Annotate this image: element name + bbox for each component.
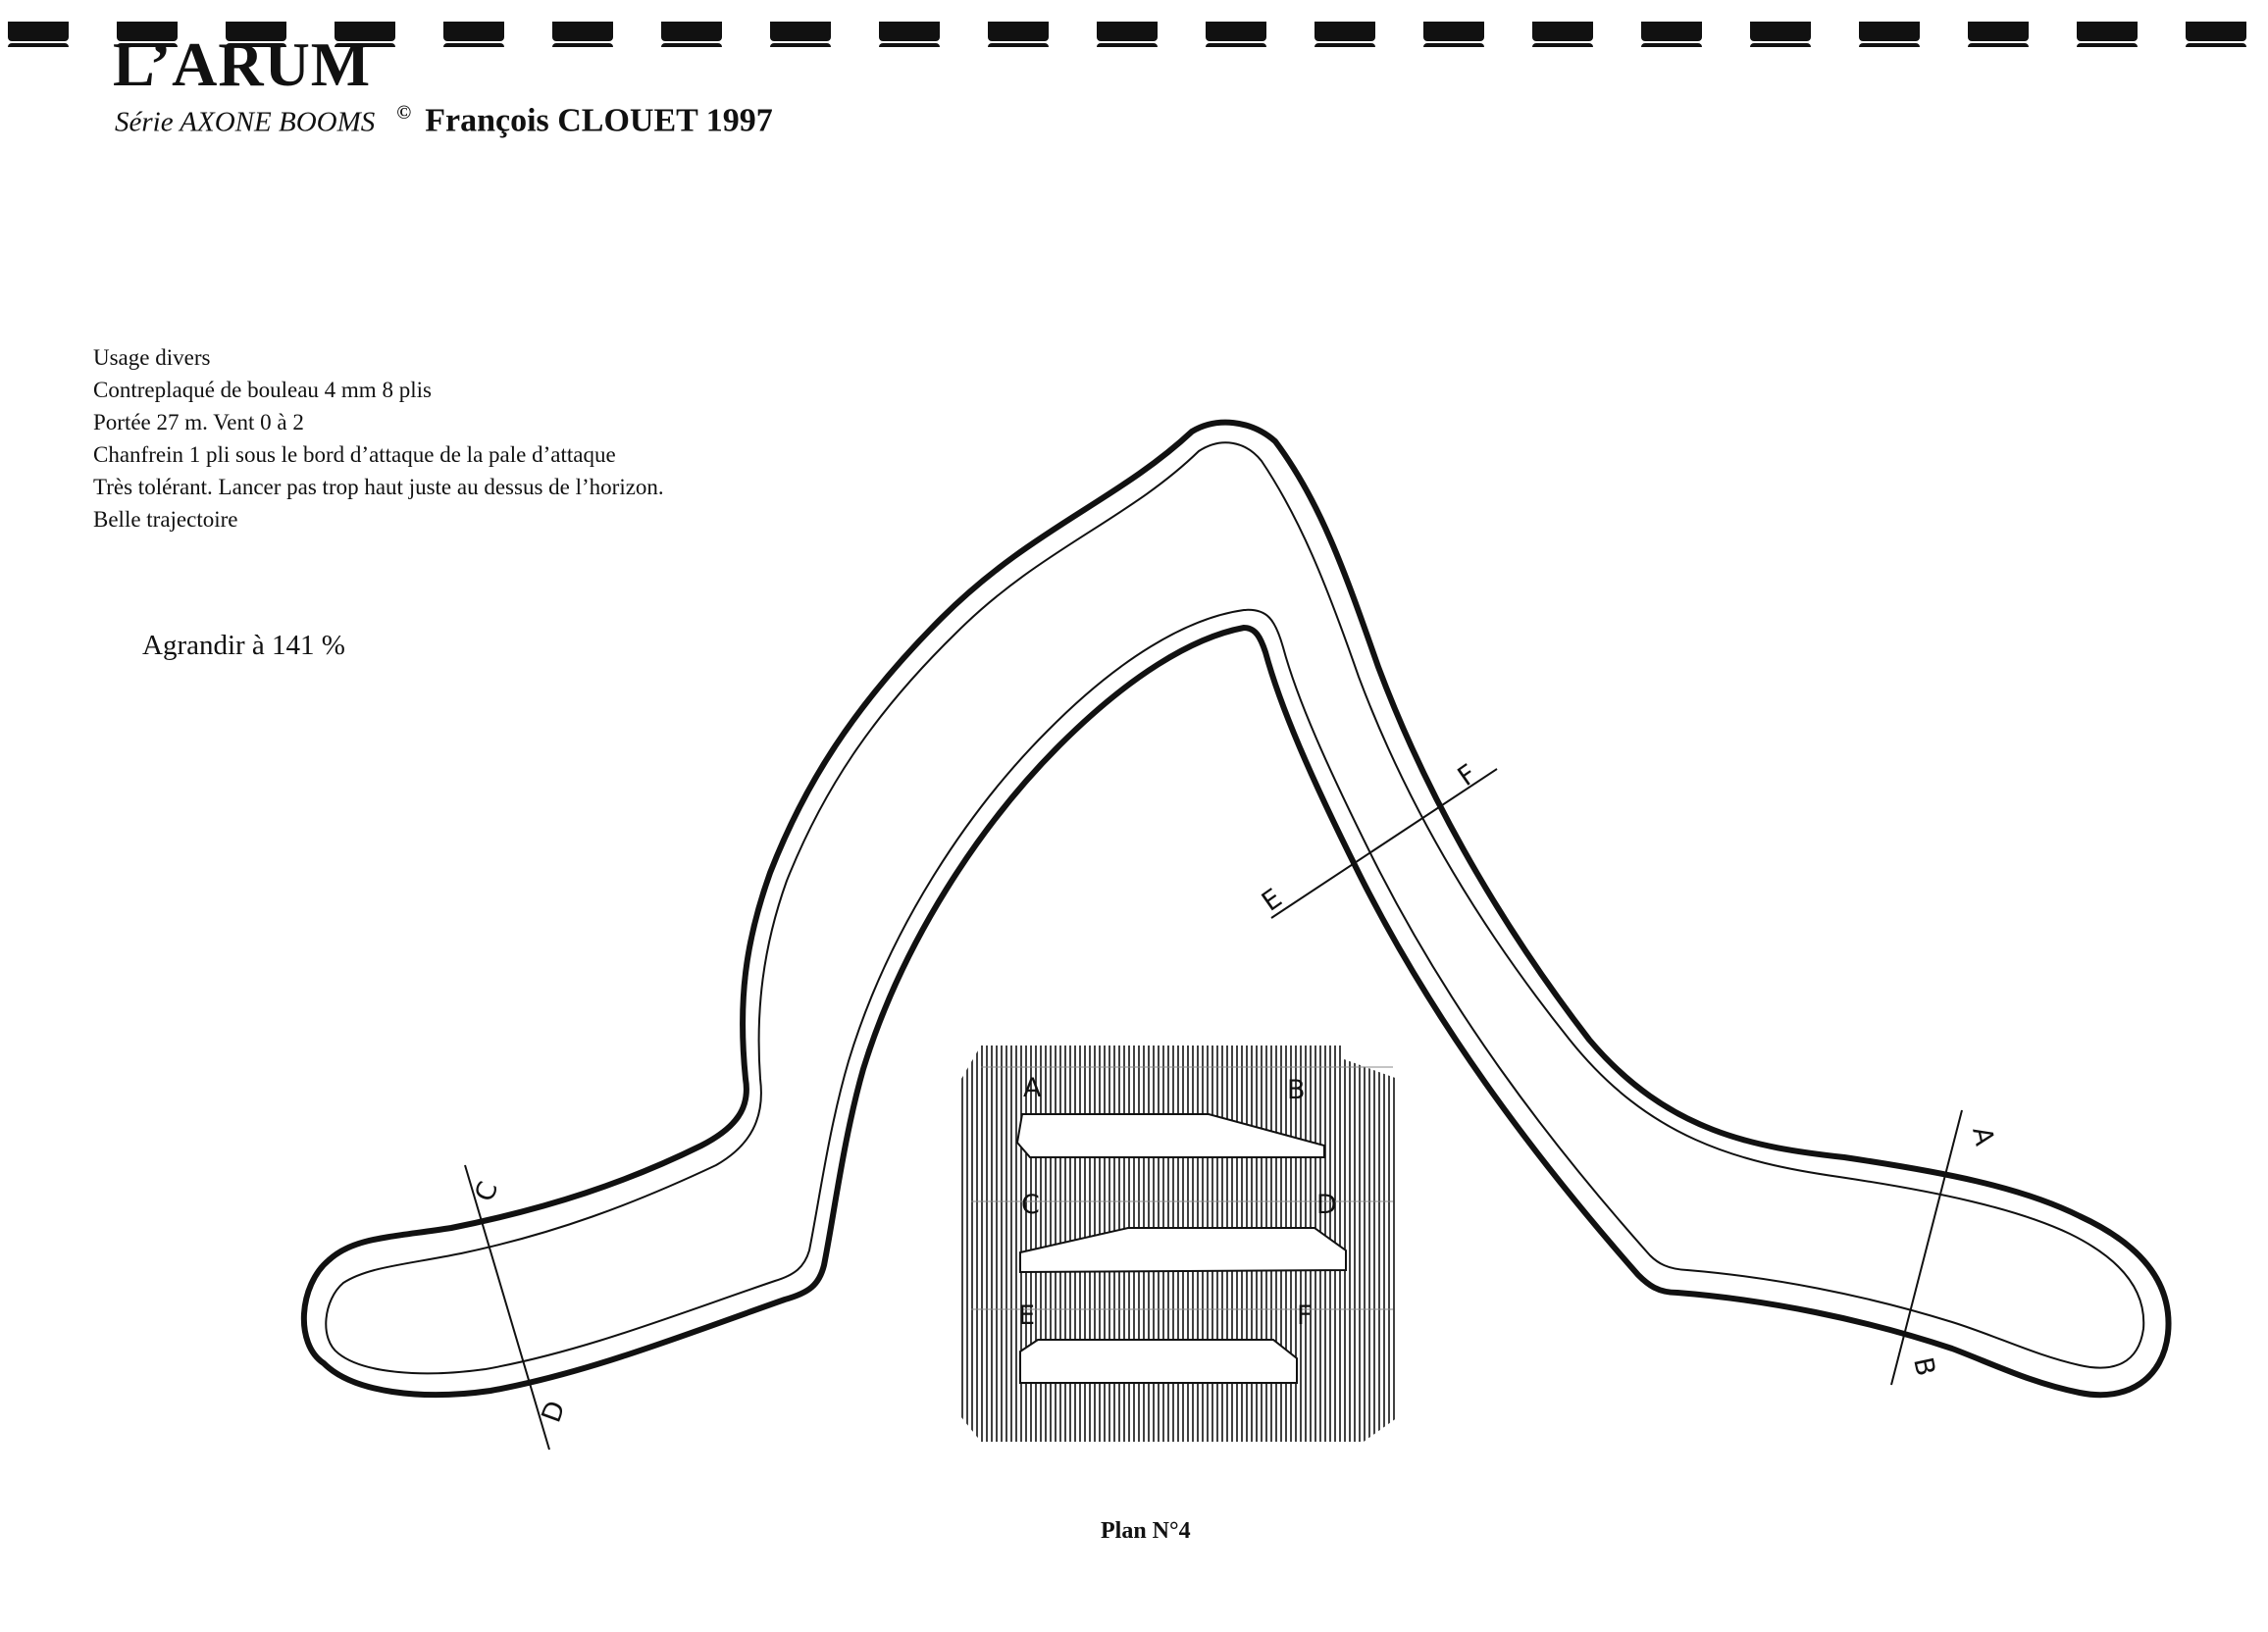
plan-number: Plan N°4: [1101, 1518, 1191, 1544]
section-line-ab: [1890, 1109, 1963, 1386]
label-b: B: [1907, 1354, 1940, 1379]
note-line: Belle trajectoire: [93, 507, 238, 532]
note-line: Portée 27 m. Vent 0 à 2: [93, 410, 304, 434]
profile-cd: [1019, 1227, 1347, 1274]
label-a: A: [1966, 1124, 1999, 1148]
detail-label-f: F: [1297, 1300, 1313, 1331]
author-credit: François CLOUET 1997: [425, 102, 773, 139]
profile-ab: [1015, 1113, 1325, 1158]
label-e: E: [1257, 883, 1288, 917]
detail-label-d: D: [1316, 1190, 1337, 1220]
chamfer-line: [325, 441, 2145, 1375]
note-line: Très tolérant. Lancer pas trop haut just…: [93, 475, 664, 499]
section-line-cd: [464, 1164, 550, 1451]
detail-label-b: B: [1287, 1075, 1306, 1105]
detail-label-e: E: [1018, 1300, 1035, 1331]
cross-section-detail: A B C D E F: [961, 1046, 1398, 1442]
detail-label-a: A: [1023, 1073, 1042, 1103]
copyright-symbol: ©: [396, 102, 412, 124]
note-line: Usage divers: [93, 345, 211, 370]
label-f: F: [1453, 759, 1483, 792]
note-line: Chanfrein 1 pli sous le bord d’attaque d…: [93, 442, 616, 467]
series-name: Série AXONE BOOMS: [115, 106, 376, 138]
profile-ef: [1019, 1339, 1298, 1384]
spec-notes: Usage divers Contreplaqué de bouleau 4 m…: [93, 341, 664, 536]
note-line: Contreplaqué de bouleau 4 mm 8 plis: [93, 378, 432, 402]
boomerang-outline: [301, 419, 2172, 1399]
section-line-ef: [1270, 768, 1498, 919]
detail-label-c: C: [1021, 1190, 1040, 1220]
enlarge-note: Agrandir à 141 %: [142, 630, 345, 661]
binding-strip: [0, 22, 2268, 47]
page-title: L’ARUM: [113, 29, 372, 99]
subtitle: Série AXONE BOOMS © François CLOUET 1997: [115, 102, 773, 139]
